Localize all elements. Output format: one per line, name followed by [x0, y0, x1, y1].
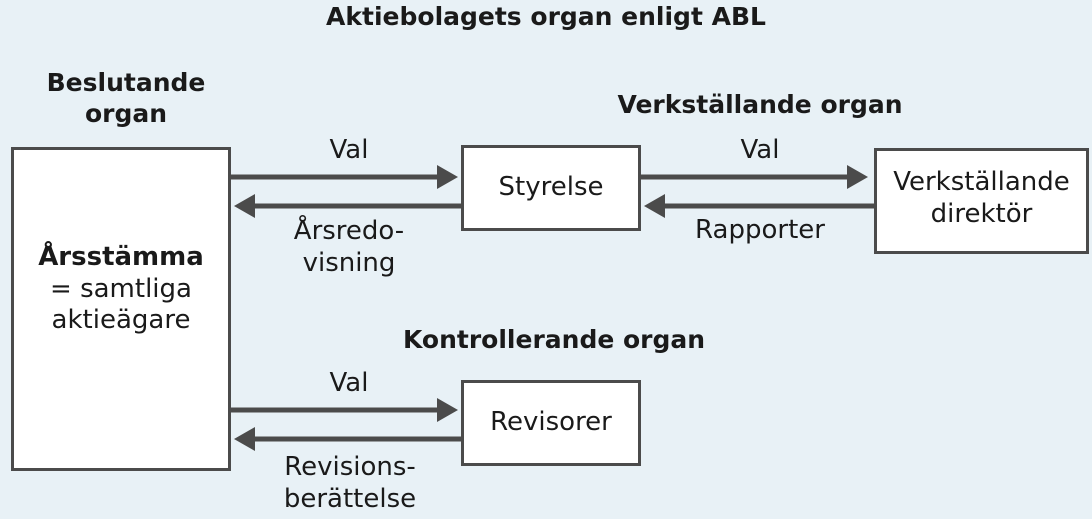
group-label-decision: Beslutande organ [26, 68, 226, 129]
edge-label-styrelse-to-stamma-line2: visning [302, 247, 396, 278]
node-verkstallande-direktor: Verkställande direktör [874, 148, 1089, 254]
arrowhead-styrelse-to-vd [847, 165, 868, 189]
node-revisorer-label: Revisorer [490, 407, 612, 437]
node-arsstamma: Årsstämma = samtliga aktieägare [11, 147, 231, 471]
node-revisorer: Revisorer [461, 380, 641, 466]
edge-label-revisorer-to-stamma: Revisions- berättelse [250, 452, 450, 515]
node-vd-line2: direktör [930, 198, 1033, 229]
group-label-decision-line1: Beslutande [46, 68, 206, 97]
edge-label-vd-to-styrelse: Rapporter [695, 215, 825, 245]
edge-label-revisorer-to-stamma-line2: berättelse [283, 483, 417, 514]
arrowhead-stamma-to-revisorer [437, 398, 458, 422]
edge-label-revisorer-to-stamma-line1: Revisions- [284, 452, 416, 482]
edge-label-styrelse-to-stamma: Årsredo- visning [259, 216, 439, 279]
group-label-control: Kontrollerande organ [403, 325, 706, 354]
arrowhead-revisorer-to-stamma [234, 427, 255, 451]
edge-label-stamma-to-styrelse: Val [329, 135, 369, 165]
arrowhead-styrelse-to-stamma [234, 194, 255, 218]
group-label-decision-line2: organ [84, 98, 168, 128]
edge-label-styrelse-to-stamma-line1: Årsredo- [293, 216, 405, 246]
edge-label-stamma-to-revisorer: Val [329, 368, 369, 398]
node-styrelse-label: Styrelse [498, 172, 604, 202]
node-arsstamma-line2: = samtliga [50, 273, 192, 304]
diagram-title: Aktiebolagets organ enligt ABL [326, 2, 766, 31]
group-label-executive: Verkställande organ [617, 90, 903, 119]
arrowhead-stamma-to-styrelse [437, 165, 458, 189]
node-vd-line1: Verkställande [893, 167, 1070, 197]
arrowhead-vd-to-styrelse [644, 194, 665, 218]
node-styrelse: Styrelse [461, 145, 641, 231]
edge-label-styrelse-to-vd: Val [740, 135, 780, 165]
node-arsstamma-title: Årsstämma [38, 242, 204, 272]
node-arsstamma-line3: aktieägare [51, 305, 191, 336]
